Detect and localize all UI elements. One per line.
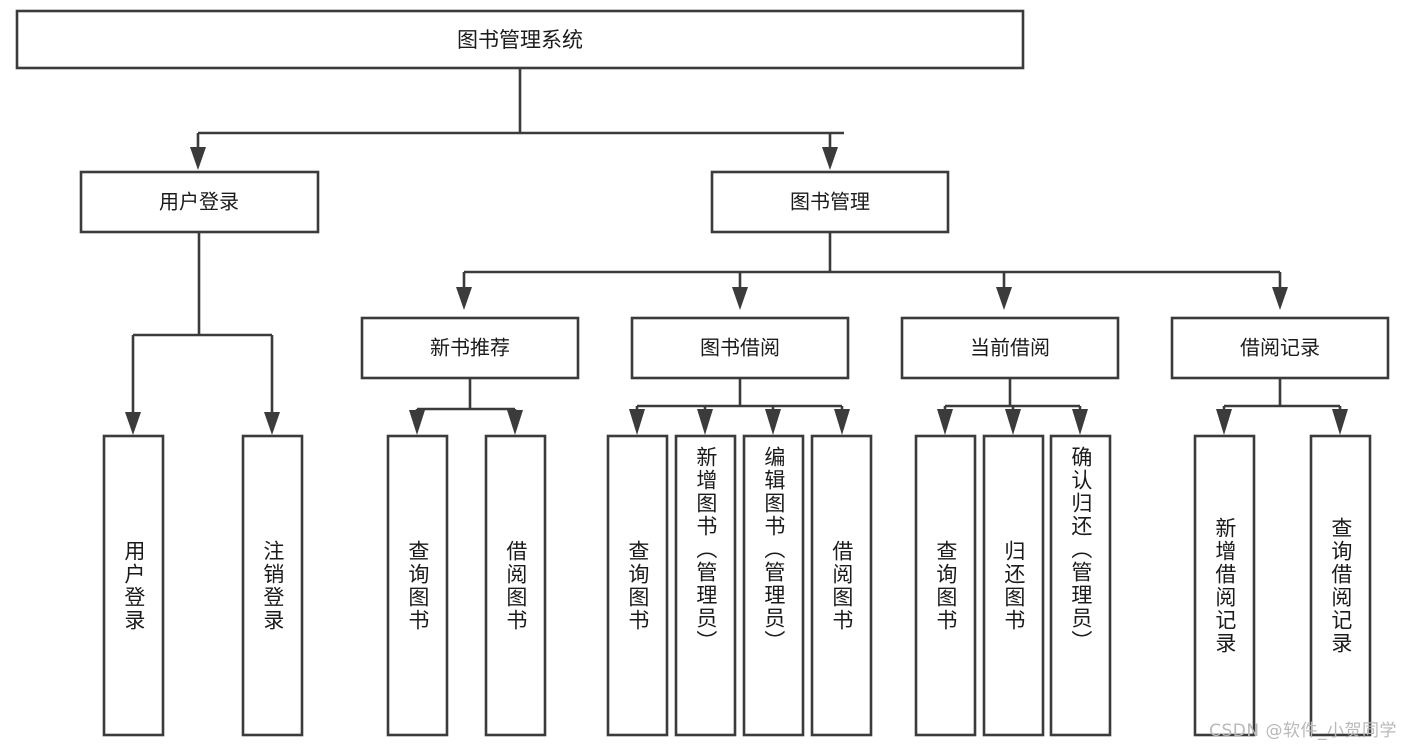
node-book-borrow-label: 图书借阅 — [700, 336, 780, 360]
leaf-box-confirm-return[interactable] — [1049, 434, 1112, 737]
leaf-box-query-book-2[interactable] — [606, 434, 669, 737]
leaf-box-return-book[interactable] — [982, 434, 1045, 737]
node-new-book-recommend[interactable]: 新书推荐 — [360, 316, 580, 380]
connector-newbook-to-leaves — [409, 378, 523, 435]
leaf-box-query-book-3[interactable] — [914, 434, 977, 737]
node-book-manage-label: 图书管理 — [790, 190, 870, 214]
node-current-borrow[interactable]: 当前借阅 — [900, 316, 1120, 380]
connector-root-to-level2 — [190, 68, 844, 170]
node-root-label: 图书管理系统 — [457, 28, 583, 52]
connector-bookborrow-to-leaves — [629, 378, 850, 435]
connector-bookmanage-to-level3 — [456, 232, 1288, 310]
leaf-box-user-logout[interactable] — [241, 434, 304, 737]
leaf-box-add-record[interactable] — [1193, 434, 1256, 737]
node-current-borrow-label: 当前借阅 — [970, 336, 1050, 360]
connector-userlogin-to-leaves — [125, 232, 280, 435]
node-new-book-recommend-label: 新书推荐 — [430, 336, 510, 360]
watermark: CSDN @软件_小贺同学 — [1209, 721, 1397, 741]
leaf-box-query-record[interactable] — [1309, 434, 1372, 737]
leaf-box-edit-book[interactable] — [742, 434, 805, 737]
leaf-box-query-book-1[interactable] — [386, 434, 449, 737]
node-borrow-record[interactable]: 借阅记录 — [1170, 316, 1390, 380]
node-borrow-record-label: 借阅记录 — [1240, 336, 1320, 360]
node-book-borrow[interactable]: 图书借阅 — [630, 316, 850, 380]
node-user-login[interactable]: 用户登录 — [79, 170, 320, 234]
leaf-box-add-book[interactable] — [674, 434, 737, 737]
leaf-boxes — [102, 434, 1372, 737]
leaf-box-borrow-book-2[interactable] — [810, 434, 873, 737]
leaf-box-user-login[interactable] — [102, 434, 165, 737]
connector-borrowrecord-to-leaves — [1216, 378, 1348, 435]
connector-currentborrow-to-leaves — [937, 378, 1088, 435]
node-book-manage[interactable]: 图书管理 — [710, 170, 950, 234]
leaf-box-borrow-book-1[interactable] — [484, 434, 547, 737]
node-root[interactable]: 图书管理系统 — [15, 9, 1025, 70]
node-user-login-label: 用户登录 — [159, 190, 239, 214]
